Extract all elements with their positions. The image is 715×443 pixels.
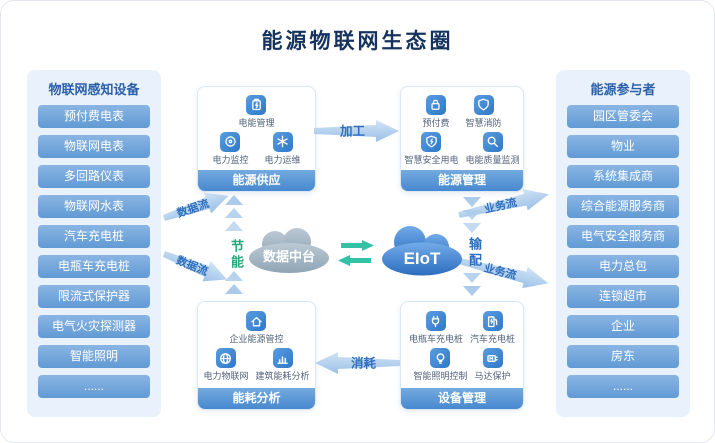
module-item: 智能照明控制 [413,348,468,382]
processing-arrow: 加工 [314,120,399,142]
module-item-label: 智慧安全用电 [404,154,459,165]
module-item: 汽车充电桩 [470,311,515,345]
left-panel-iot-devices: 物联网感知设备 预付费电表 物联网电表 多回路仪表 物联网水表 汽车充电桩 电瓶… [27,70,161,417]
safe-power-shield-icon [421,131,442,152]
module-item-label: 企业能源管控 [229,334,284,344]
module-item: 预付费 [422,94,450,129]
data-flow-label-upper: 数据流 [175,196,211,220]
data-platform-label: 数据中台 [263,249,315,264]
right-panel-item-more[interactable]: ...... [567,375,679,398]
module-title-device-management[interactable]: 设备管理 [401,388,523,409]
data-flow-arrow-lower: 数据流 [162,251,228,282]
monitor-icon [220,131,241,152]
left-panel-item[interactable]: 电瓶车充电桩 [38,255,150,278]
module-item: 电能质量监测 [465,131,520,166]
module-item-label: 电力物联网 [203,371,249,381]
page-title: 能源物联网生态圈 [261,30,454,53]
module-item-label: 预付费 [422,117,450,128]
module-item: 智慧安全用电 [404,131,459,166]
module-energy-management: 预付费 智慧消防 智慧安全用电 电能质量监测 [400,86,524,192]
left-panel-item[interactable]: 电气火灾探测器 [38,315,150,338]
right-panel-item[interactable]: 系统集成商 [567,165,679,188]
module-item-label: 智能照明控制 [413,371,468,381]
module-item: 电力运维 [264,131,301,166]
quality-monitor-icon [482,131,503,152]
lighting-bulb-icon [430,348,451,368]
module-item-label: 建筑能耗分析 [255,371,310,381]
business-flow-label-upper: 业务流 [483,195,518,216]
car-charger-icon [482,311,503,331]
distribution-flow-label: 输配 [467,237,482,269]
left-panel-item[interactable]: 智能照明 [38,345,150,368]
module-title-energy-management[interactable]: 能源管理 [401,170,523,191]
left-panel-item-more[interactable]: ...... [38,375,150,398]
left-panel-item[interactable]: 物联网水表 [38,195,150,218]
enterprise-energy-icon [246,311,267,331]
left-panel-title: 物联网感知设备 [48,82,140,97]
business-flow-label-lower: 业务流 [483,260,518,282]
right-panel-item[interactable]: 房东 [567,345,679,368]
module-item: 企业能源管控 [229,311,284,345]
left-panel-item[interactable]: 物联网电表 [38,135,150,158]
consumption-arrow: 消耗 [315,352,400,374]
energy-meter-icon [246,94,267,115]
module-title-energy-supply[interactable]: 能源供应 [198,170,315,191]
fire-shield-icon [473,94,494,115]
data-flow-label-lower: 数据流 [174,253,210,278]
exchange-double-arrow-icon [338,240,374,266]
module-title-energy-analysis[interactable]: 能耗分析 [198,388,315,409]
right-panel-item[interactable]: 园区管委会 [567,105,679,128]
module-item-label: 电力监控 [212,154,249,165]
module-energy-analysis: 企业能源管控 电力物联网 建筑能耗分析 能耗分析 [197,301,316,410]
module-item: 建筑能耗分析 [256,348,310,382]
module-energy-supply: 电能管理 电力监控 电力运维 能源供应 [197,86,316,192]
left-panel-item[interactable]: 汽车充电桩 [38,225,150,248]
prepaid-lock-icon [425,94,446,115]
processing-flow-label: 加工 [339,124,366,139]
energy-chart-icon [272,348,293,368]
module-item: 马达保护 [475,348,511,382]
module-item-label: 电力运维 [264,154,301,165]
module-device-management: 电瓶车充电桩 汽车充电桩 智能照明控制 马达保护 [400,301,524,410]
left-panel-item[interactable]: 多回路仪表 [38,165,150,188]
ebike-charger-icon [425,311,446,331]
power-iot-globe-icon [215,348,236,368]
right-panel-item[interactable]: 综合能源服务商 [567,195,679,218]
left-panel-item[interactable]: 限流式保护器 [38,285,150,308]
module-item: 电能管理 [238,94,275,129]
right-panel-item[interactable]: 企业 [567,315,679,338]
module-item: 智慧消防 [465,94,502,129]
consumption-flow-label: 消耗 [351,356,377,371]
right-panel-item[interactable]: 物业 [567,135,679,158]
right-panel-item[interactable]: 连锁超市 [567,285,679,308]
module-item: 电力监控 [212,131,249,166]
right-panel-item[interactable]: 电气安全服务商 [567,225,679,248]
module-item-label: 电瓶车充电桩 [408,334,463,344]
energy-saving-flow-label: 节能 [229,239,244,271]
left-panel-item[interactable]: 预付费电表 [38,105,150,128]
right-panel-item[interactable]: 电力总包 [567,255,679,278]
eiot-label: EIoT [404,249,441,268]
eiot-cloud: EIoT [382,226,462,276]
motor-protection-icon [482,348,503,368]
module-item-label: 电能质量监测 [465,154,520,165]
right-panel-title: 能源参与者 [590,82,656,97]
module-item: 电力物联网 [203,348,249,382]
data-platform-cloud: 数据中台 [249,228,329,273]
module-item-label: 电能管理 [238,117,275,128]
maintenance-icon [272,131,293,152]
module-item-label: 智慧消防 [465,117,502,128]
module-item-label: 汽车充电桩 [470,334,516,344]
module-item: 电瓶车充电桩 [409,311,463,345]
right-panel-participants: 能源参与者 园区管委会 物业 系统集成商 综合能源服务商 电气安全服务商 电力总… [556,70,690,417]
module-item-label: 马达保护 [474,371,511,381]
